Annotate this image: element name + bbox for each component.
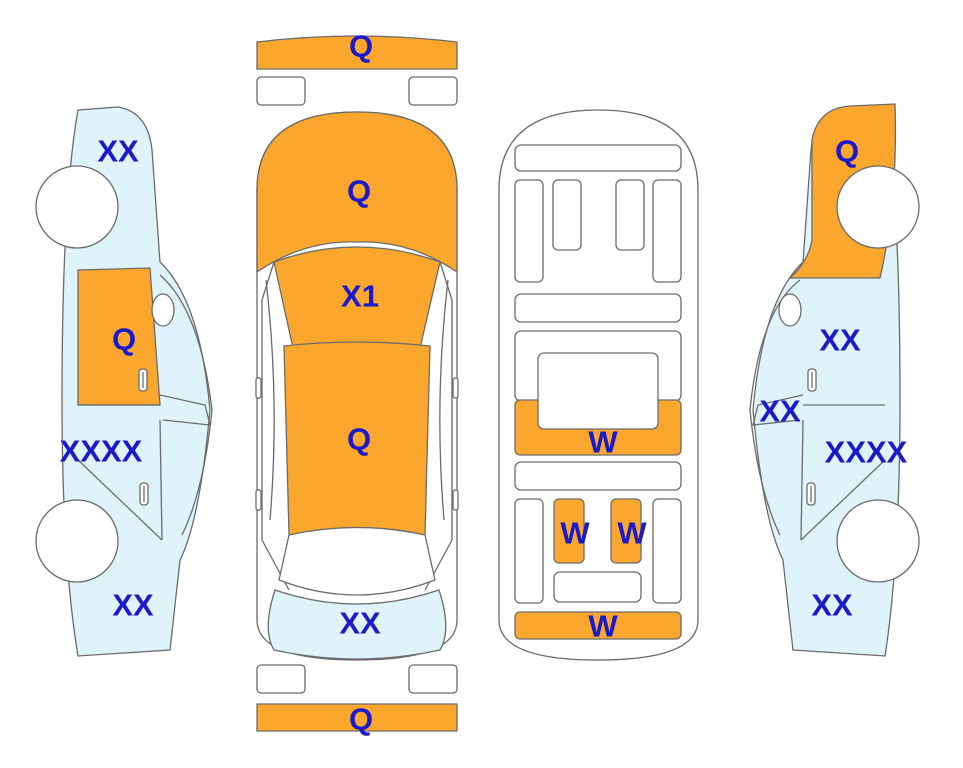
right-window-inner: [752, 394, 804, 426]
top-hood[interactable]: [256, 111, 458, 274]
left-front-fender-label: XX: [97, 134, 139, 169]
underbody-rear-bar: [553, 571, 642, 603]
right-rear-door-edge: [800, 459, 886, 541]
underbody-front-crossmember-label: W: [588, 425, 618, 460]
left-rear-door-edge: [77, 459, 163, 541]
right-rear-quarter-label: XX: [811, 588, 853, 623]
right-front-wheel: [836, 165, 920, 249]
right-side-view: Q XX XX XXXX XX: [749, 103, 920, 657]
left-side-view: XX Q XXXX XX: [35, 106, 213, 657]
top-roof-label: Q: [347, 422, 371, 457]
top-front-right-light: [408, 76, 458, 106]
underbody-cross-2: [514, 461, 682, 491]
underbody-rear-rail-right-label: W: [617, 516, 647, 551]
underbody-rear-crossmember[interactable]: [514, 611, 682, 640]
top-left-mirror-rear: [255, 489, 262, 511]
top-rear-left-light: [256, 664, 306, 694]
underbody-cross-1: [514, 293, 682, 323]
underbody-center-tunnel: [537, 352, 659, 430]
top-rear-bumper-label: Q: [349, 702, 373, 737]
top-right-window-line: [439, 279, 449, 521]
left-front-wheel: [35, 165, 119, 249]
underbody-view: W W W W: [498, 109, 699, 661]
left-window-line: [159, 274, 213, 536]
top-front-bumper-label: Q: [349, 29, 373, 64]
right-rear-door-label: XXXX: [825, 435, 908, 470]
left-window-inner: [159, 394, 211, 426]
underbody-rear-right-outer: [652, 498, 682, 604]
underbody-rear-rail-left[interactable]: [553, 498, 585, 564]
top-right-mirror-front: [452, 377, 459, 399]
left-rear-wheel: [35, 499, 119, 583]
top-front-bumper[interactable]: [256, 35, 458, 70]
underbody-rear-rail-right[interactable]: [610, 498, 642, 564]
top-hood-label: Q: [347, 174, 371, 209]
left-rear-quarter-label: XX: [112, 588, 154, 623]
top-left-window-line: [265, 279, 275, 521]
underbody-rear-left-outer: [514, 498, 544, 604]
underbody-front-bar: [514, 144, 682, 172]
right-front-fender-label: Q: [835, 134, 859, 169]
left-front-door-label: Q: [112, 322, 136, 357]
underbody-front-right-rail: [652, 179, 682, 283]
top-view: Q Q X1 Q XX Q: [255, 29, 459, 737]
right-window-line: [749, 279, 801, 536]
top-rear-right-light: [408, 664, 458, 694]
top-trunk-label: XX: [339, 606, 381, 641]
right-a-pillar-label: XX: [759, 394, 801, 429]
underbody-rear-rail-left-label: W: [560, 516, 590, 551]
top-rear-window: [278, 526, 436, 596]
left-mirror[interactable]: [151, 293, 175, 327]
top-windshield-label: X1: [341, 279, 379, 314]
top-front-left-light: [256, 76, 306, 106]
top-trunk[interactable]: [267, 589, 447, 660]
top-rear-bumper[interactable]: [256, 703, 458, 732]
top-left-mirror-front: [255, 377, 262, 399]
right-pillar-line: [800, 419, 804, 541]
underbody-front-left-mount: [552, 179, 582, 251]
right-front-door-label: XX: [819, 323, 861, 358]
top-right-pillar: [424, 261, 453, 591]
left-pillar-line: [159, 419, 163, 541]
underbody-front-right-mount: [615, 179, 645, 251]
left-rear-door-label: XXXX: [60, 434, 143, 469]
right-mirror[interactable]: [778, 293, 802, 327]
underbody-rear-crossmember-label: W: [588, 609, 618, 644]
top-left-pillar: [261, 261, 290, 591]
right-rear-wheel: [836, 499, 920, 583]
underbody-front-left-rail: [514, 179, 544, 283]
top-right-mirror-rear: [452, 489, 459, 511]
